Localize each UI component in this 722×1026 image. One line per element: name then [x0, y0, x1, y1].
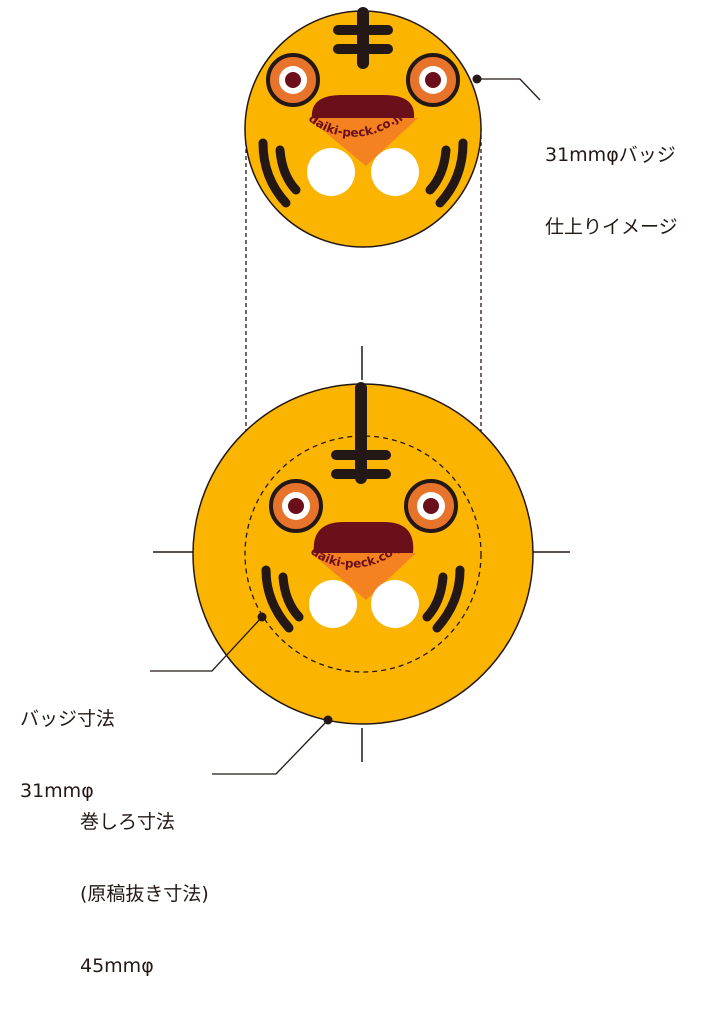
- finished-badge: daiki-peck.co.jp: [244, 7, 482, 248]
- finished-label-line1: 31mmφバッジ: [545, 144, 676, 166]
- badge-size-line1: バッジ寸法: [20, 708, 116, 730]
- diagram-canvas: daiki-peck.co.jp: [150, 7, 570, 775]
- wrap-size-line1: 巻しろ寸法: [80, 811, 176, 833]
- finished-label-line2: 仕上りイメージ: [545, 216, 678, 238]
- leader-finished: [472, 74, 541, 101]
- badge-size-line2: 31mmφ: [20, 780, 94, 802]
- leader-wrap-size: [212, 715, 333, 775]
- badge-size-circle: [244, 435, 482, 673]
- finished-image-label: 31mmφバッジ 仕上りイメージ: [545, 95, 678, 287]
- badge-size-label: バッジ寸法 31mmφ: [20, 659, 115, 851]
- wrap-badge: daiki-peck.co.jp: [153, 346, 570, 762]
- leader-badge-size: [150, 612, 267, 672]
- wrap-size-label: 巻しろ寸法 (原稿抜き寸法) 45mmφ: [80, 762, 209, 1026]
- wrap-size-line2: (原稿抜き寸法): [80, 883, 209, 905]
- wrap-size-line3: 45mmφ: [80, 955, 154, 977]
- badge-size-diagram: daiki-peck.co.jp: [20, 7, 678, 977]
